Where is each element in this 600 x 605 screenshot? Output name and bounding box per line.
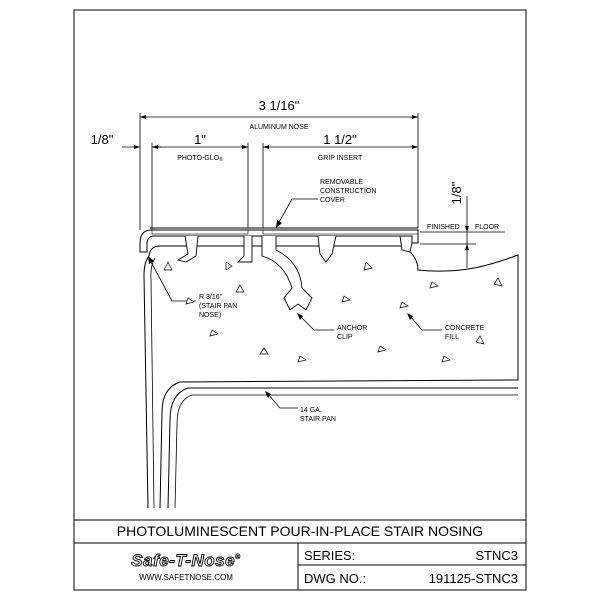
concrete-fill (148, 245, 519, 509)
anchor-rib-left (176, 235, 199, 263)
removable-cover-callout: REMOVABLE CONSTRUCTION COVER (320, 179, 378, 204)
photo-glo-insert (151, 229, 249, 235)
anchor-rib-right (317, 235, 337, 263)
overall-dim: 3 1/16" (259, 98, 300, 113)
photo-glo-dim: 1" (194, 132, 206, 147)
dimension-arrows (134, 115, 469, 250)
anchor-clip (261, 236, 313, 311)
dimension-lines (122, 113, 505, 268)
series-label: SERIES: (304, 548, 355, 563)
photo-glo-label: PHOTO-GLO® (177, 155, 223, 163)
title-block-lines (74, 519, 526, 590)
anchor-rib-mid (236, 236, 253, 263)
right-height-dim: 1/8" (449, 181, 464, 204)
radius-callout: R 3/16" (STAIR PAN NOSE) (199, 294, 239, 319)
stair-pan-riser (167, 387, 518, 509)
grip-insert-dim: 1 1/2" (323, 132, 357, 147)
series-value: STNC3 (475, 548, 518, 563)
overall-dim-label: ALUMINUM NOSE (249, 124, 308, 131)
stair-pan (143, 255, 150, 509)
dwg-no-label: DWG NO.: (304, 571, 366, 586)
finished-floor-floor: FLOOR (475, 224, 499, 231)
left-offset-dim: 1/8" (91, 132, 114, 147)
stair-pan-inner (150, 257, 156, 509)
drawing-title: PHOTOLUMINESCENT POUR-IN-PLACE STAIR NOS… (117, 523, 483, 539)
concrete-aggregate (163, 261, 503, 363)
stair-pan-callout: 14 GA. STAIR PAN (300, 407, 336, 423)
callout-arrows (148, 220, 413, 398)
finished-floor-finished: FINISHED (427, 224, 460, 231)
grip-insert-label: GRIP INSERT (318, 155, 363, 162)
anchor-rib-end (399, 235, 413, 253)
aluminum-nose (139, 229, 419, 253)
company-logo: Safe-T-Nose® (131, 551, 241, 570)
sheet-border (73, 9, 527, 591)
anchor-clip-callout: ANCHOR CLIP (337, 325, 369, 341)
grip-insert (262, 229, 419, 235)
company-website: WWW.SAFETNOSE.COM (139, 573, 233, 582)
concrete-fill-callout: CONCRETE FILL (445, 325, 486, 341)
stair-pan-riser-inner (174, 394, 518, 509)
dwg-no-value: 191125-STNC3 (429, 571, 518, 586)
